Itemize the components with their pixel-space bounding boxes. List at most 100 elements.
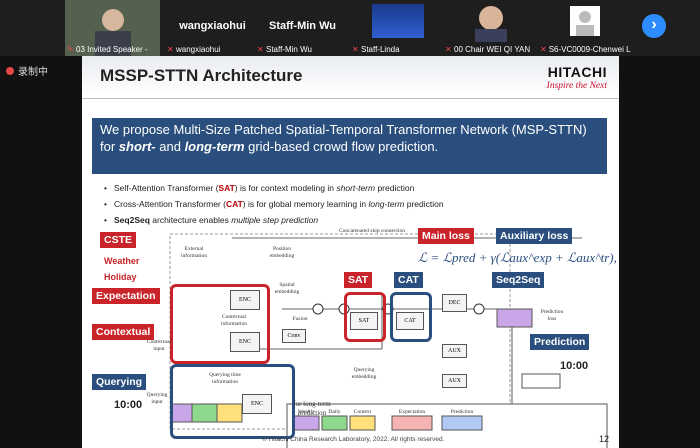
slide-page-number: 12 — [599, 434, 610, 444]
fusion-label: Fusion — [292, 316, 308, 322]
legend-context: Context — [353, 409, 372, 415]
chair-avatar-image — [475, 6, 507, 42]
shared-slide: MSSP-STTN Architecture HITACHI Inspire t… — [82, 56, 619, 448]
cste-label: CSTE — [100, 232, 137, 248]
long-term-note: for long-term prediction — [293, 400, 331, 417]
speaker-video — [65, 0, 160, 56]
copyright-footer: © Hitachi China Research Laboratory, 202… — [262, 436, 445, 443]
enc-box-expectation: ENC — [230, 290, 260, 310]
slide-header — [82, 56, 619, 96]
expectation-label: Expectation — [92, 288, 160, 304]
participant-caption: ✕wangxiaohui — [167, 45, 258, 54]
mic-muted-icon: ✕ — [257, 45, 264, 54]
bullet-item: Seq2Seq architecture enables multiple st… — [104, 212, 594, 228]
banner-emphasis: short- — [118, 139, 156, 154]
prediction-label: Prediction — [530, 334, 590, 350]
participant-name: Staff-Min Wu — [266, 45, 312, 54]
bullet-list: Self-Attention Transformer (SAT) is for … — [104, 180, 594, 228]
querying-time-info-label: Querying time information — [209, 372, 241, 385]
auxiliary-loss-label: Auxiliary loss — [496, 228, 573, 244]
participant-caption: ✕Staff-Min Wu — [257, 45, 348, 54]
holiday-label: Holiday — [104, 272, 137, 282]
bullet-item: Cross-Attention Transformer (CAT) is for… — [104, 196, 594, 212]
mic-icon: ✎ — [67, 45, 74, 54]
mic-muted-icon: ✕ — [167, 45, 174, 54]
participant-name: 00 Chair WEI QI YAN — [454, 45, 531, 54]
querying-input-label: Querying input — [146, 392, 168, 405]
participant-tile-invited-speaker[interactable]: ✎03 Invited Speaker - — [65, 0, 160, 56]
participant-big-name: wangxiaohui — [179, 20, 246, 32]
slide-title: MSSP-STTN Architecture — [100, 66, 303, 85]
next-participants-button[interactable]: › — [642, 14, 666, 38]
architecture-diagram: CSTE Weather Holiday Expectation Context… — [82, 224, 619, 448]
participant-big-name: Staff-Min Wu — [268, 20, 336, 32]
bullet-item: Self-Attention Transformer (SAT) is for … — [104, 180, 594, 196]
participant-name: 03 Invited Speaker - — [76, 45, 148, 54]
participant-tile-chair[interactable]: ✕00 Chair WEI QI YAN — [443, 0, 538, 56]
header-divider — [82, 98, 619, 99]
participant-caption: ✕00 Chair WEI QI YAN — [445, 45, 536, 54]
participant-tile-wangxiaohui[interactable]: wangxiaohui ✕wangxiaohui — [165, 0, 260, 56]
legend-expectation: Expectation — [398, 409, 426, 415]
participant-name: Staff-Linda — [361, 45, 400, 54]
external-info-label: External information — [181, 246, 207, 259]
querying-outline — [170, 364, 295, 439]
recording-label: 录制中 — [18, 67, 48, 78]
banner-text: and — [155, 139, 185, 154]
participant-tile-chenwei[interactable]: ✕S6-VC0009-Chenwei L... — [538, 0, 633, 56]
default-avatar-icon — [570, 6, 600, 36]
speaker-avatar-image — [65, 0, 160, 56]
expectation-contextual-outline — [170, 284, 270, 364]
seq2seq-label: Seq2Seq — [492, 272, 545, 288]
prediction-loss-label: Prediction loss — [540, 309, 564, 322]
cat-outline — [390, 292, 432, 342]
participant-name: S6-VC0009-Chenwei L... — [548, 45, 631, 54]
enc-box-querying: ENC — [242, 394, 272, 414]
sat-box: SAT — [350, 312, 378, 330]
contextual-label: Contextual — [92, 324, 155, 340]
weather-label: Weather — [104, 256, 140, 266]
linda-thumbnail — [372, 4, 424, 38]
banner-emphasis: long-term — [184, 139, 245, 154]
querying-label: Querying — [92, 374, 147, 390]
querying-time: 10:00 — [114, 399, 143, 411]
legend-prediction: Prediction — [450, 409, 474, 415]
participant-tile-min-wu[interactable]: Staff-Min Wu ✕Staff-Min Wu — [255, 0, 350, 56]
main-loss-label: Main loss — [418, 228, 474, 244]
spatial-emb-label: Spatial embedding — [274, 282, 300, 295]
banner-text: grid-based crowd flow prediction. — [244, 139, 439, 154]
legend-weekly: Weekly — [298, 409, 315, 415]
contextual-info-label: Contextual information — [221, 314, 247, 327]
mic-muted-icon: ✕ — [445, 45, 452, 54]
recording-indicator: 录制中 — [6, 63, 48, 78]
loss-formula: ℒ = ℒpred + γ(ℒaux^exp + ℒaux^tr), — [418, 250, 617, 265]
contextual-input-label: Contextual input — [146, 339, 172, 352]
querying-emb-label: Querying embedding — [351, 367, 377, 380]
participant-caption: ✎03 Invited Speaker - — [67, 45, 158, 54]
position-emb-label: Position embedding — [269, 246, 295, 259]
record-icon — [6, 66, 14, 75]
sat-label: SAT — [344, 272, 373, 288]
mic-muted-icon: ✕ — [540, 45, 547, 54]
aux-box-2: AUX — [442, 374, 467, 388]
logo-tagline: Inspire the Next — [546, 81, 607, 91]
intro-banner: We propose Multi-Size Patched Spatial-Te… — [92, 118, 607, 174]
participant-name: wangxiaohui — [176, 45, 221, 54]
participant-caption: ✕Staff-Linda — [352, 45, 443, 54]
participant-caption: ✕S6-VC0009-Chenwei L... — [540, 45, 631, 54]
cat-label: CAT — [394, 272, 423, 288]
diagram-lines — [169, 233, 608, 448]
mic-muted-icon: ✕ — [352, 45, 359, 54]
cat-box: CAT — [396, 312, 424, 330]
banner-text: We propose Multi-Size Patched Spatial-Te… — [100, 122, 587, 154]
hitachi-logo: HITACHI — [547, 64, 607, 80]
dec-box: DEC — [442, 294, 467, 312]
sat-outline — [344, 292, 386, 342]
conv-box: Conv — [282, 329, 306, 343]
legend-daily: Daily — [328, 409, 341, 415]
prediction-time: 10:00 — [560, 360, 589, 372]
participants-strip: ✎03 Invited Speaker - wangxiaohui ✕wangx… — [0, 0, 700, 56]
enc-box-contextual: ENC — [230, 332, 260, 352]
participant-tile-linda[interactable]: ✕Staff-Linda — [350, 0, 445, 56]
